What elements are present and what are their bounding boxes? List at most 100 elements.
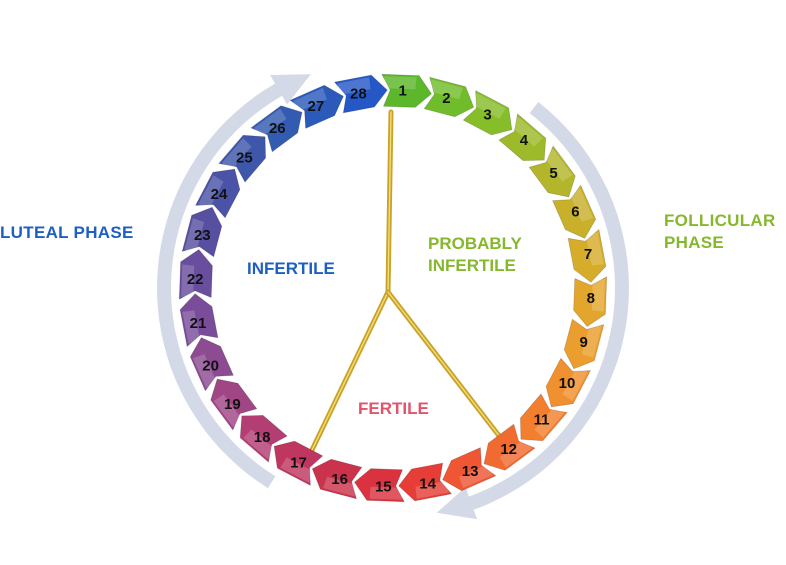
day-number-19: 19 — [224, 396, 241, 413]
day-tile-9: 9 — [563, 318, 605, 370]
day-number-3: 3 — [483, 107, 491, 124]
day-shape-1 — [381, 73, 433, 108]
day-shape-17 — [273, 440, 324, 487]
day-number-8: 8 — [587, 290, 595, 307]
day-shape-8 — [573, 276, 608, 328]
day-tile-19: 19 — [210, 378, 258, 431]
cycle-arrows — [157, 74, 629, 520]
day-shape-15 — [353, 468, 405, 503]
day-shape-21 — [179, 293, 219, 348]
day-tile-17: 17 — [273, 440, 324, 487]
day-shape-4 — [498, 113, 547, 162]
day-shape-6 — [552, 184, 597, 239]
day-number-15: 15 — [375, 478, 392, 495]
day-tile-15: 15 — [353, 468, 405, 503]
day-sheen-17 — [280, 457, 314, 483]
day-sheen-13 — [459, 464, 493, 489]
day-shape-2 — [423, 76, 475, 118]
day-shape-14 — [398, 462, 453, 502]
day-sheen-11 — [534, 406, 565, 438]
day-number-25: 25 — [236, 150, 253, 167]
day-shape-13 — [442, 447, 497, 492]
day-tile-6: 6 — [552, 184, 597, 239]
probably-infertile-label: PROBABLY INFERTILE — [428, 233, 522, 277]
day-number-23: 23 — [194, 227, 211, 244]
day-sheen-10 — [562, 367, 588, 401]
day-number-2: 2 — [442, 90, 450, 107]
day-number-12: 12 — [500, 441, 517, 458]
day-sheen-25 — [221, 138, 252, 170]
day-sheen-2 — [429, 79, 463, 100]
day-shape-9 — [563, 318, 605, 370]
day-tile-25: 25 — [218, 134, 267, 183]
day-sheen-6 — [569, 188, 594, 222]
day-tile-2: 2 — [423, 76, 475, 118]
day-number-20: 20 — [202, 358, 219, 375]
day-sheen-12 — [499, 439, 532, 468]
day-number-7: 7 — [584, 246, 592, 263]
day-tile-1: 1 — [381, 73, 433, 108]
day-sheen-28 — [337, 77, 371, 95]
day-number-17: 17 — [290, 455, 307, 472]
luteal-phase-label: LUTEAL PHASE — [0, 223, 134, 242]
day-tile-7: 7 — [567, 228, 607, 283]
day-number-28: 28 — [350, 86, 367, 103]
day-sheen-20 — [192, 354, 217, 388]
day-number-1: 1 — [399, 83, 407, 100]
day-tile-27: 27 — [289, 84, 344, 129]
day-tile-23: 23 — [181, 206, 223, 258]
day-number-13: 13 — [462, 463, 479, 480]
day-number-16: 16 — [331, 471, 348, 488]
day-number-22: 22 — [187, 271, 204, 288]
day-tile-11: 11 — [519, 393, 568, 442]
day-sheen-22 — [181, 264, 195, 297]
divider-highlight-1 — [387, 111, 392, 293]
day-sheen-26 — [254, 108, 287, 137]
cycle-arrow-right — [436, 102, 629, 520]
day-sheen-8 — [591, 279, 605, 312]
day-tile-5: 5 — [528, 145, 576, 198]
probably-infertile-line2: INFERTILE — [428, 256, 516, 275]
day-tile-22: 22 — [178, 248, 213, 300]
day-tile-26: 26 — [250, 105, 303, 153]
day-tile-3: 3 — [462, 89, 513, 136]
day-shape-25 — [218, 134, 267, 183]
day-shape-26 — [250, 105, 303, 153]
cycle-arrow-left — [157, 74, 311, 489]
day-sheen-16 — [323, 476, 357, 497]
day-shape-18 — [239, 414, 288, 463]
day-sheen-21 — [182, 310, 200, 344]
day-tile-12: 12 — [483, 423, 536, 471]
day-number-14: 14 — [419, 476, 436, 493]
day-shape-7 — [567, 228, 607, 283]
day-number-26: 26 — [269, 120, 286, 137]
day-sheen-7 — [586, 232, 604, 266]
day-sheen-3 — [472, 93, 506, 119]
divider-highlight-3 — [387, 291, 501, 438]
day-tile-13: 13 — [442, 447, 497, 492]
day-number-24: 24 — [211, 186, 228, 203]
day-shape-5 — [528, 145, 576, 198]
day-shape-19 — [210, 378, 258, 431]
day-tile-8: 8 — [573, 276, 608, 328]
day-tile-10: 10 — [545, 357, 592, 408]
day-number-6: 6 — [571, 203, 579, 220]
day-shape-16 — [311, 458, 363, 500]
day-number-9: 9 — [580, 334, 588, 351]
day-number-10: 10 — [559, 375, 576, 392]
fertile-label: FERTILE — [358, 399, 429, 418]
day-sheen-27 — [293, 87, 327, 112]
day-tile-16: 16 — [311, 458, 363, 500]
day-sheen-24 — [198, 175, 224, 209]
day-shape-12 — [483, 423, 536, 471]
divider-highlight-2 — [311, 291, 389, 451]
day-tile-24: 24 — [194, 168, 241, 219]
infertile-label: INFERTILE — [247, 259, 335, 278]
phase-dividers — [309, 109, 503, 453]
probably-infertile-line1: PROBABLY — [428, 234, 522, 253]
day-tile-4: 4 — [498, 113, 547, 162]
day-shape-3 — [462, 89, 513, 136]
